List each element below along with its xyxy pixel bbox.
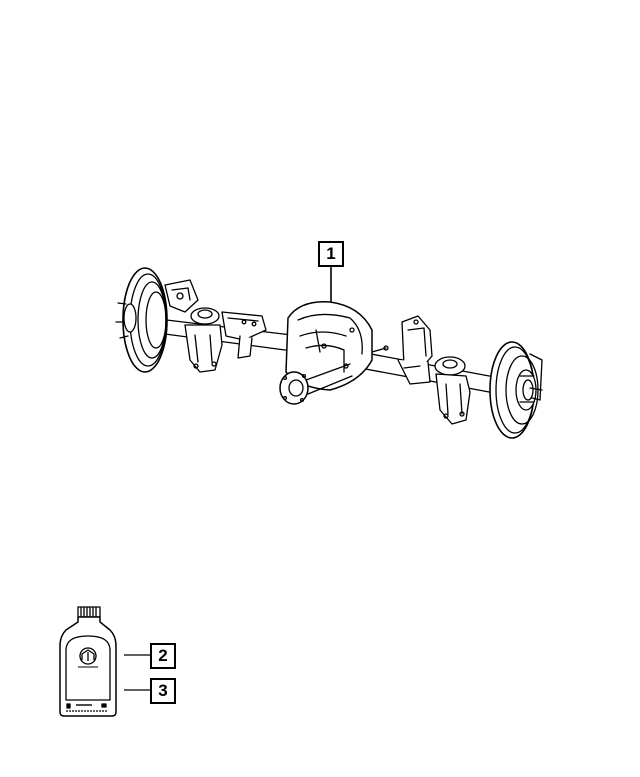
callout-2[interactable]: 2 [150, 643, 176, 669]
left-spring-seat [184, 307, 223, 373]
callout-3[interactable]: 3 [150, 678, 176, 704]
differential-housing [279, 301, 389, 405]
right-brake-rotor [489, 341, 543, 439]
left-brake-drum [115, 267, 199, 373]
right-bracket [397, 315, 433, 385]
left-bracket [221, 311, 267, 359]
callout-1[interactable]: 1 [318, 241, 344, 267]
right-spring-seat [434, 356, 471, 425]
